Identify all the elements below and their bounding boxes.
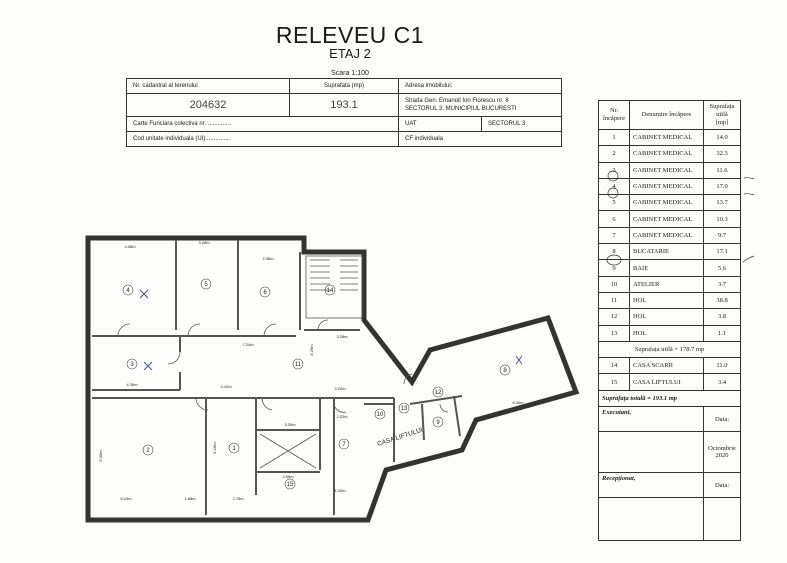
cf-individuala: CF individuala: [398, 131, 562, 147]
cod-unitate: Cod unitate individuala (UI)............…: [126, 131, 399, 147]
room-5-label: 5: [204, 282, 208, 288]
door-swings: [117, 319, 449, 413]
dim-label: 2.76m: [232, 496, 244, 501]
dim-label: 6.00m: [512, 400, 524, 405]
dim-label: 3.28m: [198, 240, 210, 245]
dim-label: 4.39m: [126, 382, 138, 387]
room-4-label: 4: [126, 288, 130, 294]
room-13-label: 13: [401, 406, 408, 412]
page-title: RELEVEU C1: [275, 22, 425, 48]
receptionat-date-area: [703, 497, 741, 542]
grand-total: Suprafața totală = 193.1 mp: [598, 389, 741, 408]
room-area: 13.7: [703, 194, 741, 212]
adresa-line2: SECTORUL 3, MUNICIPIUL BUCURESTI: [405, 106, 517, 112]
elevator-shaft: [259, 433, 317, 469]
room-11-label: 11: [295, 362, 302, 368]
executant-signature-area: [598, 431, 704, 474]
dim-label: 2.22m: [336, 414, 348, 419]
header-denumire: Denumire încăpere: [629, 100, 704, 130]
dim-label: 4.08m: [124, 244, 136, 249]
handwritten-marks: [139, 289, 523, 371]
dim-label: 2.38m: [262, 256, 274, 261]
room-15-label: 15: [287, 482, 294, 488]
dim-label: 8.26m: [309, 344, 314, 356]
receptionat-signature-area: [598, 497, 704, 542]
adresa-line1: Strada Gen. Emanoil Ion Florescu nr. 8: [405, 98, 509, 104]
dim-label: 7.24m: [242, 342, 254, 347]
outer-walls: [85, 235, 580, 523]
table-annotation-marks: [606, 170, 755, 266]
scale-label: Scara 1:100: [331, 70, 369, 77]
casa-liftului-label: CASA LIFTULUI: [376, 427, 423, 448]
header-suprafata: Suprafața utilă [mp]: [703, 100, 741, 130]
dim-label: 5.16m: [212, 442, 217, 454]
dim-label: 2.56m: [282, 474, 294, 479]
date-value: Octombrie 2020: [703, 431, 741, 474]
room-14-label: 14: [327, 288, 334, 294]
dim-label: 6.19m: [120, 496, 132, 501]
stairs: [305, 255, 363, 319]
receptionat-label: Recepționat,: [598, 472, 704, 499]
dim-label: 1.68m: [184, 496, 196, 501]
cadastral-table: Nr. cadastral al terenului Suprafata (mp…: [126, 78, 562, 147]
dimension-labels: 4.08m 3.28m 2.38m 4.39m 7.24m 4.42m 6.19…: [98, 240, 524, 501]
interior-walls: [92, 240, 463, 515]
dim-label: 1.20m: [334, 488, 346, 493]
room-6-label: 6: [263, 290, 267, 296]
dim-label: 3.28m: [336, 334, 348, 339]
executant-label: Executant,: [598, 406, 704, 433]
room-8-label: 8: [503, 368, 507, 374]
page-subtitle: ETAJ 2: [329, 46, 371, 61]
room-12-label: 12: [435, 390, 442, 396]
room-7-label: 7: [342, 442, 346, 448]
rooms-table: Nr. încăpere Denumire încăpere Suprafața…: [598, 100, 741, 542]
room-1-label: 1: [232, 446, 236, 452]
dim-label: 3.22m: [334, 386, 346, 391]
dim-label: 5.30m: [98, 450, 103, 462]
room-2-label: 2: [146, 448, 150, 454]
room-10-label: 10: [377, 412, 384, 418]
room-labels: 4 5 6 14 3 11 8 2 1 15 7 9 10 12 13: [126, 282, 507, 488]
nr-cadastral-value: 204632: [126, 93, 290, 117]
room-number-circles: [122, 278, 511, 490]
room-3-label: 3: [130, 362, 134, 368]
dim-label: 3.30m: [284, 422, 296, 427]
dim-label: 4.42m: [220, 384, 232, 389]
room-9-label: 9: [436, 420, 440, 426]
